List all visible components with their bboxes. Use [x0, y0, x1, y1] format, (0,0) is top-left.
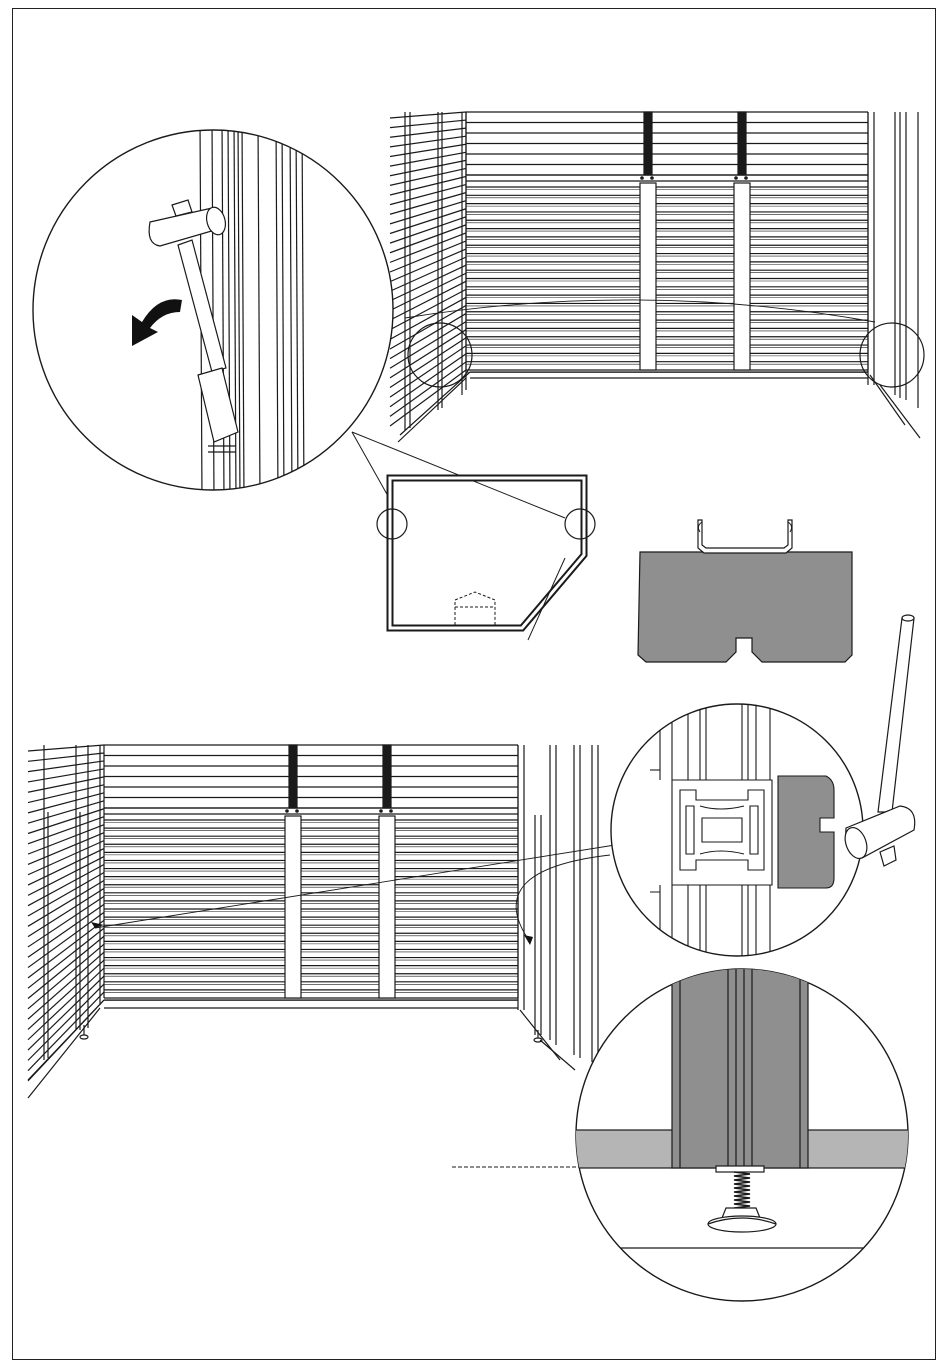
plank-line [390, 257, 466, 291]
plank-line [28, 793, 104, 813]
wall-post [285, 816, 301, 998]
plank-line [28, 857, 104, 896]
plank-line [390, 168, 466, 185]
plank-line [28, 936, 104, 998]
foot-detail-circle [560, 960, 920, 1301]
screw-dot [286, 810, 288, 812]
profile-cross-section [638, 520, 852, 662]
wall-post [644, 112, 652, 175]
screw-dot [735, 177, 737, 179]
screw-dot [641, 177, 643, 179]
top-right-corner [868, 112, 920, 438]
plank-line [390, 370, 466, 426]
plank-line [28, 761, 104, 772]
plank-line [28, 944, 104, 1009]
plank-line [390, 241, 466, 272]
screw-dot [380, 810, 382, 812]
top-right-callout-circle [860, 323, 924, 387]
mallet-detail-circle [33, 120, 565, 518]
bottom-right-corner [518, 745, 598, 1070]
plank-line [390, 306, 466, 350]
plank-line [28, 841, 104, 875]
plank-line [28, 976, 104, 1050]
plank-line [390, 160, 466, 175]
plank-line [390, 249, 466, 282]
wall-post [640, 183, 656, 370]
plank-line [390, 273, 466, 310]
plank-line [390, 136, 466, 147]
plank-line [28, 745, 104, 751]
plank-line [28, 769, 104, 782]
plank-line [390, 185, 466, 205]
plank-line [28, 777, 104, 792]
plank-line [28, 785, 104, 803]
plank-line [390, 128, 466, 137]
plank-line [390, 297, 466, 339]
top-shed-interior-view [390, 112, 924, 442]
bottom-shed-interior-view [28, 745, 615, 1167]
plank-line [390, 314, 466, 359]
wall-post [289, 745, 297, 808]
plank-line [390, 233, 466, 262]
plank-line [390, 193, 466, 215]
floor-plan [377, 478, 595, 640]
bottom-back-wall [104, 745, 518, 1001]
plank-line [28, 833, 104, 865]
screw-dot [745, 177, 747, 179]
plank-line [390, 112, 466, 118]
screw-dot [651, 177, 653, 179]
plank-line [28, 952, 104, 1019]
top-left-side-wall [390, 112, 466, 430]
wall-post [379, 816, 395, 998]
wall-post [383, 745, 391, 808]
plank-line [28, 865, 104, 906]
screw-dot [296, 810, 298, 812]
plank-line [390, 120, 466, 128]
wall-post [738, 112, 746, 175]
screw-dot [390, 810, 392, 812]
top-back-wall [466, 112, 868, 373]
bottom-left-side-wall [28, 745, 104, 1081]
plank-line [390, 177, 466, 196]
profile-detail-circle [611, 615, 915, 960]
plank-line [28, 753, 104, 761]
wall-post [734, 183, 750, 370]
